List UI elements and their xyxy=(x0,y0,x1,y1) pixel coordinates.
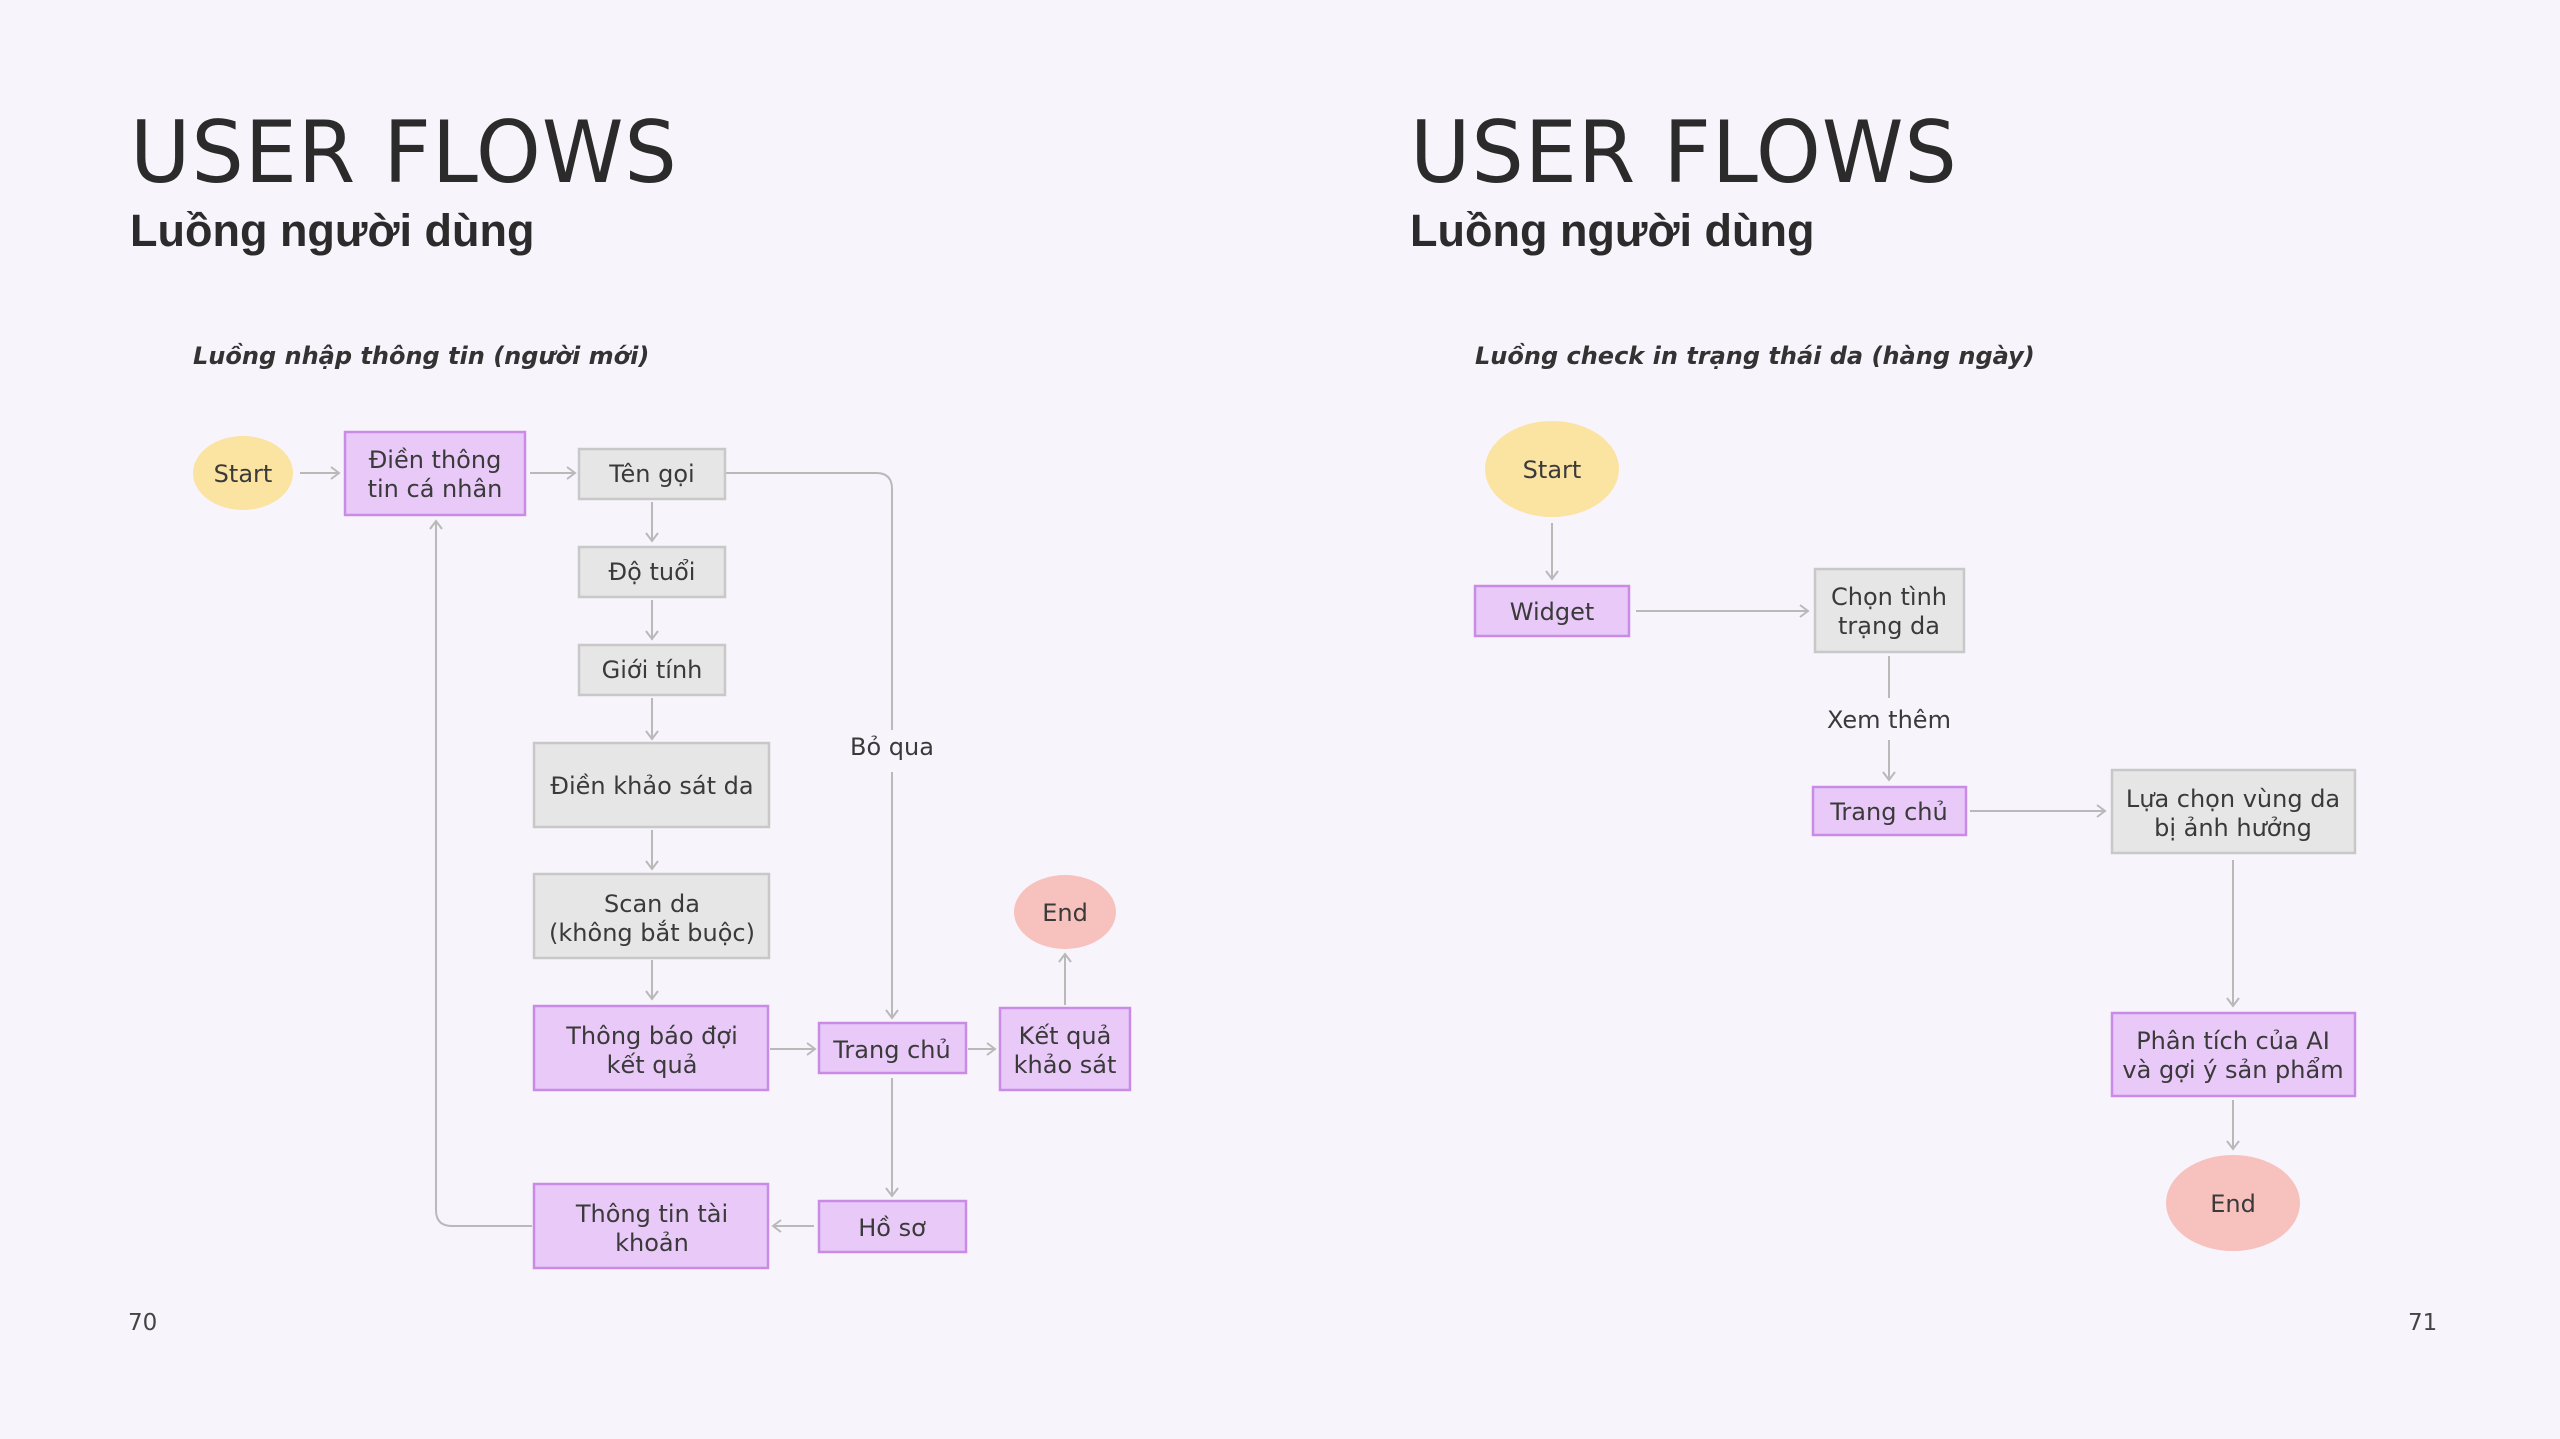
node-end-right: End xyxy=(2166,1155,2300,1251)
node-skin-survey: Điền khảo sát da xyxy=(532,741,771,829)
svg-text:Trang chủ: Trang chủ xyxy=(1829,798,1947,826)
left-page: USER FLOWS Luồng người dùng Luồng nhập t… xyxy=(128,103,678,1336)
flow-title: Luồng nhập thông tin (người mới) xyxy=(193,342,650,370)
left-edges xyxy=(300,466,1072,1233)
node-profile: Hồ sơ xyxy=(817,1199,968,1254)
edge-label-skip: Bỏ qua xyxy=(850,733,934,761)
node-scan: Scan da (không bắt buộc) xyxy=(532,872,771,960)
node-end: End xyxy=(1014,875,1116,949)
svg-text:Widget: Widget xyxy=(1510,598,1595,626)
node-wait-notice: Thông báo đợi kết quả xyxy=(532,1004,770,1092)
svg-text:Điền thông: Điền thông xyxy=(369,446,502,474)
node-result: Kết quả khảo sát xyxy=(998,1006,1132,1092)
flow-title: Luồng check in trạng thái da (hàng ngày) xyxy=(1475,342,2035,370)
svg-text:Điền khảo sát da: Điền khảo sát da xyxy=(550,772,753,800)
svg-text:khoản: khoản xyxy=(615,1229,689,1257)
svg-text:Start: Start xyxy=(1523,456,1582,484)
node-start: Start xyxy=(193,436,293,510)
svg-text:Trang chủ: Trang chủ xyxy=(832,1036,950,1064)
svg-text:Chọn tình: Chọn tình xyxy=(1831,583,1947,611)
svg-text:kết quả: kết quả xyxy=(607,1051,698,1079)
node-ai-analysis: Phân tích của AI và gợi ý sản phẩm xyxy=(2110,1011,2357,1098)
edge-account-fillinfo xyxy=(435,522,532,1227)
svg-text:Thông tin tài: Thông tin tài xyxy=(575,1200,728,1228)
svg-text:Thông báo đợi: Thông báo đợi xyxy=(565,1022,737,1050)
node-age: Độ tuổi xyxy=(577,545,727,599)
svg-text:End: End xyxy=(1042,899,1088,927)
svg-text:(không bắt buộc): (không bắt buộc) xyxy=(549,918,755,947)
svg-text:Start: Start xyxy=(214,460,273,488)
page-subtitle: Luồng người dùng xyxy=(130,205,535,256)
page-number: 71 xyxy=(2408,1310,2438,1336)
node-gender: Giới tính xyxy=(577,643,727,697)
right-edges xyxy=(1545,523,2240,1151)
svg-text:End: End xyxy=(2210,1190,2256,1218)
page-subtitle: Luồng người dùng xyxy=(1410,205,1815,256)
node-account: Thông tin tài khoản xyxy=(532,1182,770,1270)
svg-text:tin cá nhân: tin cá nhân xyxy=(368,475,503,503)
node-home-right: Trang chủ xyxy=(1811,785,1968,837)
svg-text:trạng da: trạng da xyxy=(1838,612,1940,640)
svg-text:Phân tích của AI: Phân tích của AI xyxy=(2136,1027,2330,1055)
svg-text:Độ tuổi: Độ tuổi xyxy=(609,558,696,586)
svg-text:Hồ sơ: Hồ sơ xyxy=(858,1214,926,1242)
node-widget: Widget xyxy=(1473,584,1631,638)
page-title: USER FLOWS xyxy=(130,103,678,203)
page-title: USER FLOWS xyxy=(1410,103,1958,203)
svg-text:Lựa chọn vùng da: Lựa chọn vùng da xyxy=(2126,785,2340,813)
svg-text:và gợi ý sản phẩm: và gợi ý sản phẩm xyxy=(2122,1056,2343,1084)
node-fill-info: Điền thông tin cá nhân xyxy=(343,430,527,517)
edge-skip xyxy=(726,472,893,1017)
svg-text:bị ảnh hưởng: bị ảnh hưởng xyxy=(2154,814,2312,842)
right-page: USER FLOWS Luồng người dùng Luồng check … xyxy=(1280,0,2560,1439)
svg-text:Giới tính: Giới tính xyxy=(602,656,703,684)
node-start-right: Start xyxy=(1485,421,1619,517)
node-name: Tên gọi xyxy=(577,447,727,501)
node-home: Trang chủ xyxy=(817,1021,968,1075)
node-choose-skin: Chọn tình trạng da xyxy=(1813,567,1966,654)
svg-text:Tên gọi: Tên gọi xyxy=(608,460,694,488)
edge-label-see-more: Xem thêm xyxy=(1827,706,1951,734)
svg-text:Kết quả: Kết quả xyxy=(1019,1022,1112,1050)
node-choose-area: Lựa chọn vùng da bị ảnh hưởng xyxy=(2110,768,2357,855)
svg-text:Scan da: Scan da xyxy=(604,890,700,918)
page-number: 70 xyxy=(128,1310,158,1336)
svg-text:khảo sát: khảo sát xyxy=(1014,1051,1117,1079)
